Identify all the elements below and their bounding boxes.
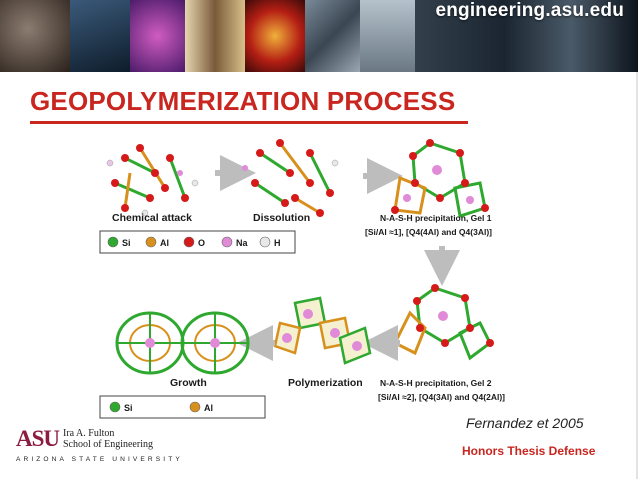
label-gel1-formula: [Si/Al ≈1], [Q4(4Al) and Q4(3Al)] [365,227,492,237]
legend-swatch-si [107,236,119,248]
banner-photo-dark [415,0,638,72]
banner-photo-cells [130,0,185,72]
legend-label-si: Si [124,403,133,413]
molecule-polymerization [273,296,372,365]
asu-logo-school-line1: Ira A. Fulton [63,428,115,439]
label-chemical-attack: Chemical attack [112,212,192,224]
banner-photo-red [245,0,305,72]
geopolymerization-figure: Chemical attack Dissolution N-A-S-H prec… [95,128,540,426]
molecule-growth [115,311,250,375]
legend-top: Si Al O Na H [99,230,296,254]
legend-bottom: Si Al [99,395,266,419]
legend-label-h: H [274,238,281,248]
legend-swatch-si [109,401,121,413]
figure-drawing: Chemical attack Dissolution N-A-S-H prec… [99,139,505,419]
slide-edge [636,72,638,479]
asu-logo-university: ARIZONA STATE UNIVERSITY [16,456,183,463]
banner-photo-lab [0,0,70,72]
legend-label-na: Na [236,238,248,248]
page-title: GEOPOLYMERIZATION PROCESS [30,86,456,116]
label-gel2-formula: [Si/Al ≈2], [Q4(3Al) and Q4(2Al)] [378,392,505,402]
legend-label-al: Al [160,238,169,248]
banner-photo-chip [305,0,360,72]
asu-logo: ASU Ira A. Fulton School of Engineering … [16,426,180,468]
legend-swatch-h [259,236,271,248]
molecule-dissolution [242,139,339,217]
legend-swatch-al [145,236,157,248]
footer-title: Honors Thesis Defense [462,444,596,458]
legend-label-al: Al [204,403,213,413]
header-banner: engineering.asu.edu [0,0,638,72]
legend-label-o: O [198,238,205,248]
label-gel1-title: N-A-S-H precipitation, Gel 1 [380,213,492,223]
label-gel2-title: N-A-S-H precipitation, Gel 2 [380,378,492,388]
banner-photo-tubes [185,0,245,72]
legend-swatch-na [221,236,233,248]
molecule-chemical-attack [106,144,199,217]
citation: Fernandez et 2005 [466,415,584,431]
title-underline [30,121,468,124]
banner-photo-machine [70,0,130,72]
banner-url[interactable]: engineering.asu.edu [435,0,624,21]
label-dissolution: Dissolution [253,212,310,224]
banner-photo-turbine [360,0,415,72]
asu-logo-school: Ira A. Fulton School of Engineering [63,428,153,450]
label-growth: Growth [170,377,207,389]
legend-swatch-o [183,236,195,248]
molecule-gel1 [391,139,489,218]
legend-label-si: Si [122,238,131,248]
legend-swatch-al [189,401,201,413]
asu-logo-mark: ASU [16,426,60,451]
asu-logo-school-line2: School of Engineering [63,439,153,450]
molecule-gel2 [391,284,494,361]
label-polymerization: Polymerization [288,377,363,389]
